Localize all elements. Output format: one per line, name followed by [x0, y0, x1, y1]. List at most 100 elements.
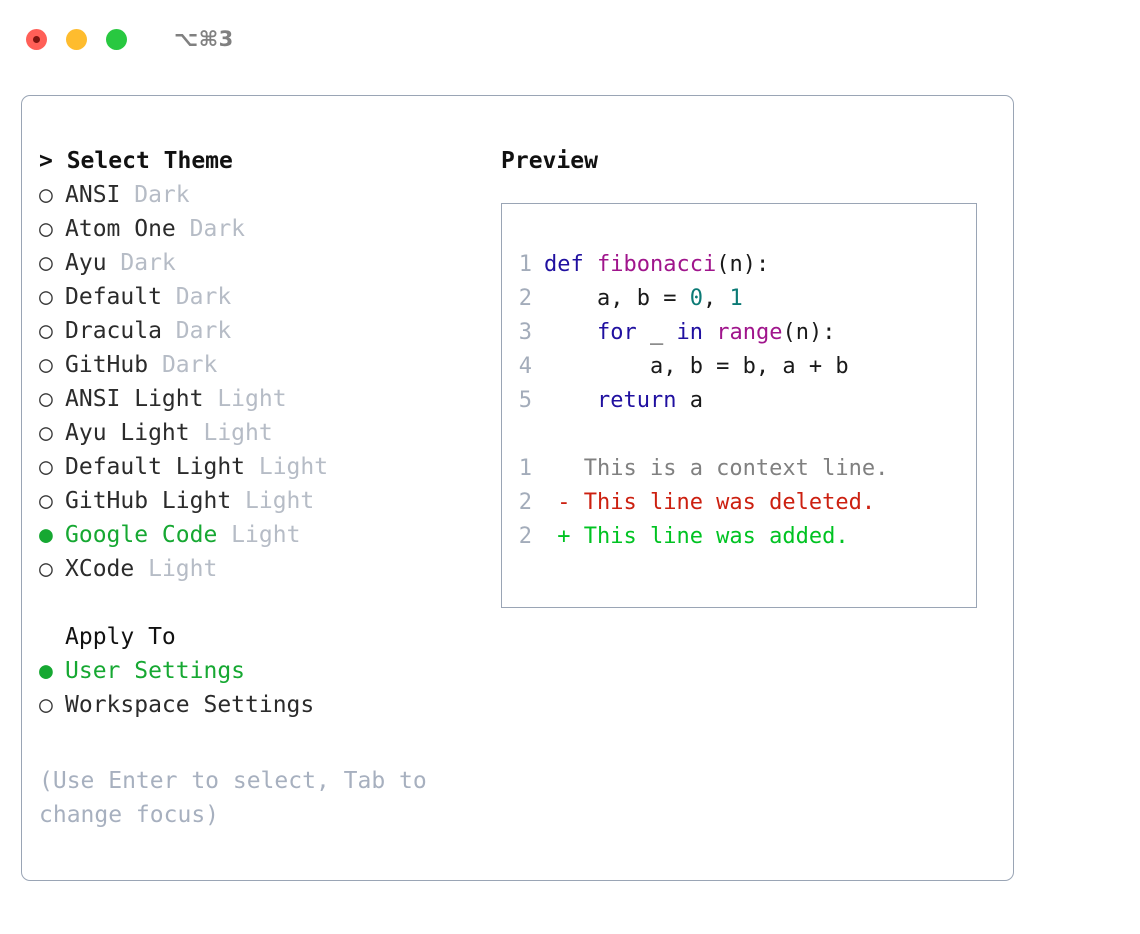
minimize-button[interactable] — [66, 28, 87, 50]
theme-option-ayu-light[interactable]: ○ Ayu Light Light — [39, 416, 499, 450]
theme-option-label: ANSI — [65, 182, 121, 208]
theme-variant-tag: Light — [217, 522, 301, 548]
code-line-content: return a — [544, 384, 703, 418]
code-token: 0 — [689, 286, 703, 311]
code-token: (n): — [716, 252, 770, 277]
code-line: 3 for _ in range(n): — [502, 316, 976, 350]
page-title: Select Theme — [66, 148, 233, 174]
radio-unselected-icon: ○ — [39, 216, 53, 242]
apply-to-option-label: Workspace Settings — [65, 692, 315, 718]
traffic-lights — [26, 28, 127, 50]
theme-variant-tag: Light — [245, 454, 329, 480]
code-token: 1 — [729, 286, 743, 311]
theme-variant-tag: Dark — [161, 284, 232, 310]
close-button[interactable] — [26, 28, 47, 50]
theme-option-github[interactable]: ○GitHub Dark — [39, 348, 499, 382]
theme-option-github-light[interactable]: ○GitHub Light Light — [39, 484, 499, 518]
theme-variant-tag: Light — [189, 420, 273, 446]
apply-to-option-list: ● User Settings ○ Workspace Settings — [39, 654, 499, 722]
theme-option-xcode[interactable]: ○XCode Light — [39, 552, 499, 586]
theme-variant-tag: Dark — [175, 216, 246, 242]
radio-unselected-icon: ○ — [39, 182, 53, 208]
maximize-button[interactable] — [106, 28, 127, 50]
code-token — [703, 320, 716, 345]
theme-option-google-code[interactable]: ● Google Code Light — [39, 518, 499, 552]
theme-option-label: Dracula — [65, 318, 162, 344]
keyboard-hint: (Use Enter to select, Tab to change focu… — [39, 768, 427, 828]
radio-selected-icon: ● — [39, 658, 53, 684]
radio-selected-icon: ● — [39, 522, 53, 548]
code-token: for — [596, 320, 637, 345]
radio-unselected-icon: ○ — [39, 250, 53, 276]
theme-variant-tag: Dark — [161, 318, 232, 344]
theme-variant-tag: Dark — [120, 182, 190, 208]
code-token: range — [716, 320, 783, 345]
theme-option-label: Default — [65, 284, 162, 310]
apply-to-header-label: Apply To — [65, 624, 176, 650]
code-line-content: for _ in range(n): — [544, 316, 835, 350]
theme-option-default[interactable]: ○ Default Dark — [39, 280, 499, 314]
diff-sample: 1 This is a context line. 2 - This line w… — [502, 452, 976, 554]
code-token: def — [544, 252, 584, 277]
code-line: 5 return a — [502, 384, 976, 418]
theme-variant-tag: Dark — [106, 250, 176, 276]
theme-option-dracula[interactable]: ○ Dracula Dark — [39, 314, 499, 348]
code-token: a, b = b, a + b — [544, 354, 849, 379]
radio-unselected-icon: ○ — [39, 420, 53, 446]
theme-option-label: ANSI Light — [65, 386, 204, 412]
theme-option-ansi[interactable]: ○ ANSI Dark — [39, 178, 499, 212]
code-line-number: 3 — [518, 320, 532, 345]
apply-to-header-marker-spacer: ○ — [39, 620, 65, 654]
code-line: 4 a, b = b, a + b — [502, 350, 976, 384]
diff-line-del: 2 - This line was deleted. — [502, 486, 976, 520]
theme-option-list: ○ANSI Dark○Atom One Dark○Ayu Dark○Defaul… — [39, 178, 499, 586]
theme-option-ansi-light[interactable]: ○ ANSI Light Light — [39, 382, 499, 416]
diff-line-number: 2 — [518, 490, 532, 515]
apply-to-header: ○ Apply To — [39, 620, 499, 654]
apply-to-option-label: User Settings — [65, 658, 246, 684]
section-spacer — [39, 586, 499, 620]
radio-unselected-icon: ○ — [39, 284, 53, 310]
radio-unselected-icon: ○ — [39, 386, 53, 412]
apply-to-option-user-settings[interactable]: ● User Settings — [39, 654, 499, 688]
code-token: fibonacci — [597, 252, 717, 277]
diff-line-content: This is a context line. — [544, 456, 889, 481]
theme-option-atom-one[interactable]: ○Atom One Dark — [39, 212, 499, 246]
theme-option-label: Google Code — [65, 522, 218, 548]
radio-unselected-icon: ○ — [39, 454, 53, 480]
radio-unselected-icon: ○ — [39, 318, 53, 344]
theme-variant-tag: Light — [203, 386, 287, 412]
theme-option-label: Ayu — [65, 250, 107, 276]
theme-option-ayu[interactable]: ○ Ayu Dark — [39, 246, 499, 280]
theme-option-label: XCode — [65, 556, 135, 582]
radio-unselected-icon: ○ — [39, 352, 53, 378]
code-token: in — [676, 320, 703, 345]
theme-option-label: Ayu Light — [65, 420, 190, 446]
code-line: 2 a, b = 0, 1 — [502, 282, 976, 316]
code-line-number: 4 — [518, 354, 532, 379]
theme-option-default-light[interactable]: ○Default Light Light — [39, 450, 499, 484]
code-line-number: 1 — [518, 252, 532, 277]
code-line-content: a, b = 0, 1 — [544, 282, 743, 316]
code-token: return — [596, 388, 677, 413]
diff-line-number: 2 — [518, 524, 532, 549]
theme-variant-tag: Dark — [148, 352, 218, 378]
code-token: _ — [636, 320, 677, 345]
radio-unselected-icon: ○ — [39, 692, 53, 718]
diff-line-content: - This line was deleted. — [544, 490, 876, 515]
code-token: (n): — [782, 320, 836, 345]
radio-unselected-icon: ○ — [39, 488, 53, 514]
diff-line-number: 1 — [518, 456, 532, 481]
header-prefix: > — [39, 148, 67, 174]
code-line-number: 5 — [518, 388, 532, 413]
apply-to-option-workspace-settings[interactable]: ○ Workspace Settings — [39, 688, 499, 722]
code-line-number: 2 — [518, 286, 532, 311]
title-bar: ⌥⌘3 — [0, 0, 1140, 78]
code-token — [544, 388, 597, 413]
main-panel: > Select Theme ○ANSI Dark○Atom One Dark○… — [21, 95, 1014, 881]
diff-line-content: + This line was added. — [544, 524, 849, 549]
